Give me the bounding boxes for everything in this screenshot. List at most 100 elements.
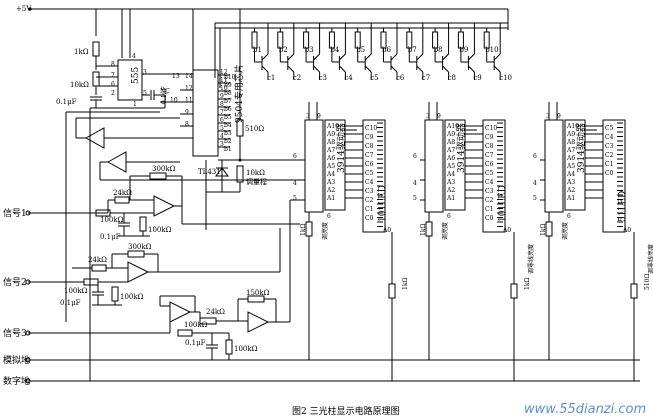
driver-group: 3914驱动器A10A9A8A7A6A5A4A3A2A16C5C4C3C2C1C…	[533, 102, 653, 381]
timer-r1: 1kΩ	[74, 48, 89, 56]
led-bar-label: C2	[485, 197, 494, 204]
chip-9504-pin-number: 5	[220, 125, 224, 132]
chip-9504-pin: 12	[185, 85, 193, 92]
led-bar-label: C2	[365, 197, 374, 204]
brightness-label: 调亮度	[561, 222, 569, 240]
chip-9504-pin-number: 9	[220, 93, 224, 100]
led-bar-label: C8	[365, 143, 374, 150]
led-bar-label: C2	[605, 152, 614, 159]
transistor-collector-label: c9	[473, 74, 481, 82]
supply-rail: +5V	[16, 5, 509, 120]
transistor-collector-label: c6	[396, 74, 405, 82]
led-bottom-label: A0	[622, 227, 631, 234]
driver-output-label: A2	[566, 187, 575, 194]
amp3-rin: 100kΩ	[184, 321, 208, 329]
amp2-rin: 100kΩ	[64, 287, 88, 295]
led-bar-label: C7	[485, 152, 494, 159]
led-bar-name: 101LED	[498, 185, 508, 222]
chip-9504-pin-number: 8	[220, 101, 224, 108]
chip-9504-pin-number: 3	[220, 141, 224, 148]
range-pot-label: 调量程	[246, 177, 267, 186]
driver-output-label: A3	[326, 179, 335, 186]
chip-9504-pin-number: 7	[220, 109, 224, 116]
driver-pin: 4	[533, 180, 537, 187]
led-bar-label: C3	[365, 188, 374, 195]
led-bar-label: C5	[605, 125, 614, 132]
driver-output-label: A5	[446, 163, 455, 170]
driver-output-label: A8	[566, 139, 575, 146]
led-bar-label: C6	[365, 161, 374, 168]
signal2-label: 信号2	[3, 276, 27, 288]
timer-pin: 5	[143, 90, 147, 97]
chip-9504-output-label: b6	[224, 106, 232, 113]
chip-9504-output-label: b1	[224, 146, 232, 153]
zero-resistor: 510Ω	[644, 274, 651, 290]
tl431-label: TL431	[198, 168, 221, 176]
amp1-cap: 0.1μF	[100, 233, 121, 241]
led-bar-label: C3	[485, 188, 494, 195]
driver-output-label: A7	[326, 147, 335, 154]
chip-9504-output-label: b10	[224, 74, 236, 81]
transistor-base-label: b10	[485, 46, 498, 54]
transistor-base-label: b4	[330, 46, 339, 54]
chip-9504-pin-number: 11	[220, 77, 228, 84]
led-bar-label: C5	[485, 170, 494, 177]
driver-pin: 3	[546, 113, 550, 120]
reference-section: 510Ω TL431 10kΩ 调量程	[198, 119, 300, 230]
driver-output-label: A8	[446, 139, 455, 146]
transistor-collector-label: c3	[319, 74, 327, 82]
driver-pin: 6	[293, 153, 297, 160]
driver-pin: 6	[567, 213, 571, 220]
supply-label: +5V	[16, 5, 32, 13]
amp1-rg: 100kΩ	[148, 226, 172, 234]
chip-9504: 9504专用芯片 14 13 12 11 10 9 8 12b1011b910b…	[160, 64, 245, 157]
driver-pin: 5	[413, 195, 417, 202]
amplifier-section: 300kΩ 24kΩ 100kΩ 0.1μF 100kΩ 300kΩ	[28, 111, 300, 360]
timer-c1: 0.1μF	[56, 98, 77, 106]
driver-groups: 3914驱动器A10A9A8A7A6A5A4A3A2A16C10C9C8C7C6…	[293, 102, 653, 381]
driver-output-label: A2	[446, 187, 455, 194]
driver-group: 3914驱动器A10A9A8A7A6A5A4A3A2A16C10C9C8C7C6…	[413, 102, 535, 381]
led-bar-label: C10	[365, 125, 377, 132]
led-bar-label: C7	[365, 152, 374, 159]
amp2-ri: 24kΩ	[88, 256, 107, 264]
amp1-ri: 24kΩ	[113, 189, 132, 197]
led-bar-label: C1	[605, 161, 613, 168]
driver-group: 3914驱动器A10A9A8A7A6A5A4A3A2A16C10C9C8C7C6…	[293, 102, 409, 381]
driver-output-label: A7	[446, 147, 455, 154]
amp2-cap: 0.1μF	[60, 299, 81, 307]
led-bar-label: C10	[485, 125, 497, 132]
driver-chip-label: 3914驱动器	[456, 123, 467, 173]
driver-output-label: A1	[326, 195, 335, 202]
led-bar-label: C6	[485, 161, 494, 168]
led-bar-label: C1	[485, 206, 493, 213]
transistor-base-label: b7	[408, 46, 417, 54]
range-pot: 10kΩ	[246, 169, 265, 177]
driver-output-label: A6	[446, 155, 455, 162]
led-bar-label: C5	[365, 170, 374, 177]
digital-ground-label: 数字地	[3, 375, 30, 387]
timer-pin: 6	[111, 81, 115, 88]
driver-pin: 9	[557, 113, 561, 120]
timer-pin: 3	[143, 69, 147, 76]
transistor-base-label: b5	[356, 46, 365, 54]
driver-output-label: A10	[326, 123, 339, 130]
driver-output-label: A10	[566, 123, 579, 130]
chip-9504-output-label: b5	[224, 114, 232, 121]
brightness-resistor: 1kΩ	[300, 224, 307, 236]
chip-9504-pin-number: 12	[220, 69, 228, 76]
bias-resistor: 510Ω	[245, 125, 264, 133]
driver-output-label: A10	[446, 123, 459, 130]
timer-pin: 1	[133, 101, 137, 108]
zero-resistor: 1kΩ	[524, 278, 531, 290]
transistor-collector-label: c2	[293, 74, 301, 82]
transistor-collector-label: c4	[344, 74, 353, 82]
brightness-resistor: 1kΩ	[540, 224, 547, 236]
driver-pin: 5	[293, 195, 297, 202]
watermark-text: www.55dianzi.com	[524, 402, 646, 417]
driver-output-label: A2	[326, 187, 335, 194]
